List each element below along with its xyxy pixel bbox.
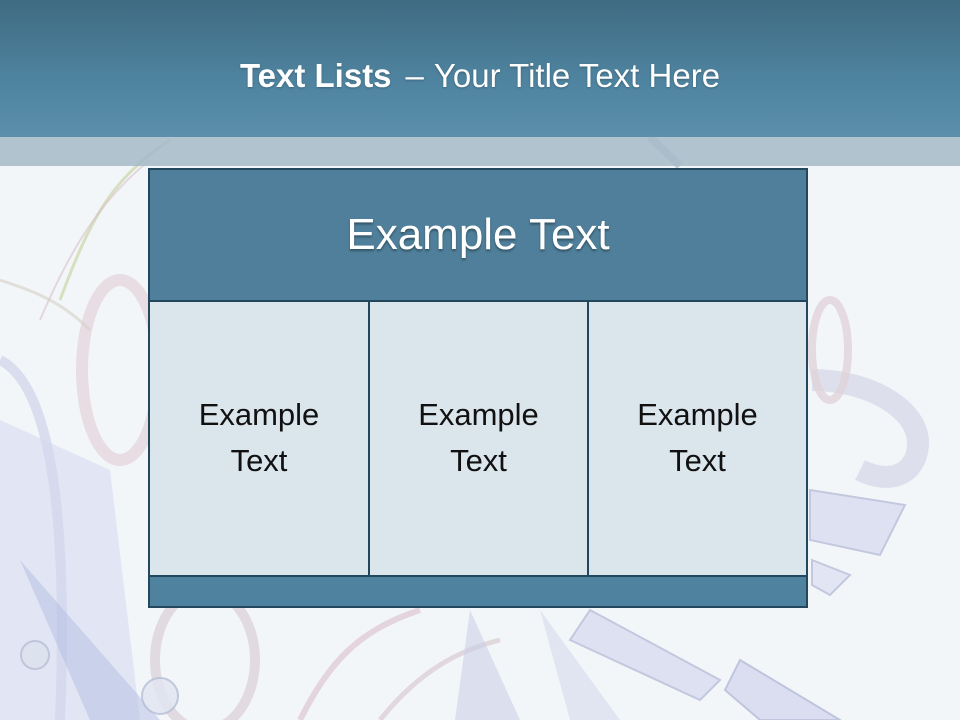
text-list-diagram: Example Text Example Text Example Text E…	[148, 168, 808, 608]
diagram-footer[interactable]	[150, 577, 806, 606]
slide-title-separator: –	[405, 57, 424, 94]
diagram-cell-text: Example Text	[198, 396, 320, 478]
diagram-cell-text: Example Text	[637, 396, 758, 478]
slide-title-text: Your Title Text Here	[433, 57, 721, 94]
diagram-cell-text: Example Text	[418, 396, 539, 478]
slide-title: Text Lists–Your Title Text Here	[0, 52, 960, 100]
title-accent-strip	[0, 137, 960, 166]
diagram-header[interactable]: Example Text	[150, 170, 806, 300]
diagram-cell-3[interactable]: Example Text	[589, 302, 806, 575]
diagram-cell-1[interactable]: Example Text	[150, 302, 368, 575]
diagram-header-text: Example Text	[346, 210, 610, 259]
slide-title-bold: Text Lists	[239, 57, 392, 94]
title-bar	[0, 0, 960, 137]
diagram-cell-2[interactable]: Example Text	[370, 302, 587, 575]
